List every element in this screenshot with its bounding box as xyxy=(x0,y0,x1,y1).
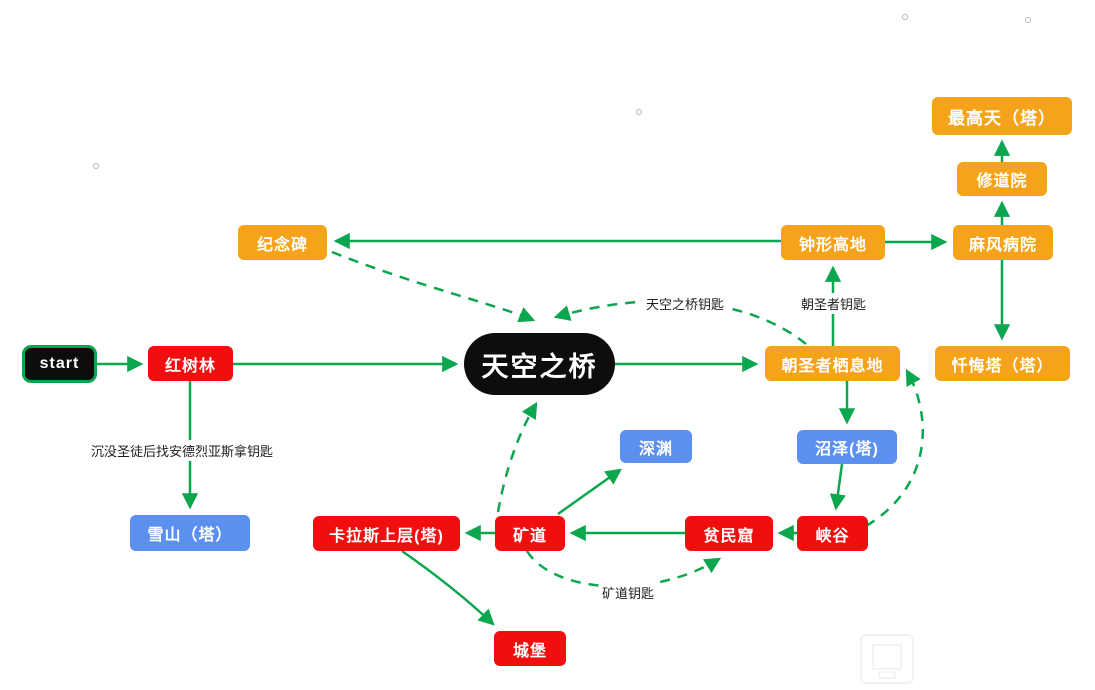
edge-mine-abyss xyxy=(557,468,622,516)
node-penitence-tower-label: 忏悔塔（塔） xyxy=(951,357,1054,375)
edge-monument-skybridge-dashed xyxy=(331,250,536,323)
node-karas-upper-label: 卡拉斯上层(塔) xyxy=(329,527,444,545)
canvas-dot xyxy=(902,14,908,20)
canvas-dot xyxy=(636,109,642,115)
node-slum[interactable]: 贫民窟 xyxy=(685,516,773,551)
node-leper-hospital[interactable]: 麻风病院 xyxy=(953,225,1053,260)
node-start-label: start xyxy=(39,355,80,372)
node-mangrove-label: 红树林 xyxy=(164,357,216,375)
node-snow-mountain-label: 雪山（塔） xyxy=(147,527,233,544)
watermark-logo xyxy=(860,634,914,684)
node-swamp-tower[interactable]: 沼泽(塔) xyxy=(797,430,897,464)
node-monastery-label: 修道院 xyxy=(976,173,1028,190)
node-penitence-tower[interactable]: 忏悔塔（塔） xyxy=(935,346,1070,381)
node-sky-bridge[interactable]: 天空之桥 xyxy=(464,333,615,395)
node-pilgrim-rest[interactable]: 朝圣者栖息地 xyxy=(765,346,900,381)
canvas-dot xyxy=(1025,17,1031,23)
edge-label-snow-note: 沉没圣徒后找安德烈亚斯拿钥匙 xyxy=(88,440,277,461)
node-abyss-label: 深渊 xyxy=(638,440,673,458)
node-slum-label: 贫民窟 xyxy=(703,527,755,545)
canvas-dot xyxy=(93,163,99,169)
node-mine[interactable]: 矿道 xyxy=(495,516,565,551)
node-monument[interactable]: 纪念碑 xyxy=(238,225,327,260)
edge-label-mine-key: 矿道钥匙 xyxy=(599,582,658,603)
node-swamp-tower-label: 沼泽(塔) xyxy=(815,441,879,458)
node-karas-upper[interactable]: 卡拉斯上层(塔) xyxy=(313,516,460,551)
node-canyon[interactable]: 峡谷 xyxy=(797,516,868,551)
node-monastery[interactable]: 修道院 xyxy=(957,162,1047,196)
node-mine-label: 矿道 xyxy=(512,527,547,545)
edge-label-pilgrim-key: 朝圣者钥匙 xyxy=(798,293,870,314)
node-mangrove[interactable]: 红树林 xyxy=(148,346,233,381)
edge-pilgrimrest-skybridge-dashed xyxy=(553,299,807,345)
node-bell-highland-label: 钟形高地 xyxy=(798,236,867,254)
edge-label-sky-bridge-key: 天空之桥钥匙 xyxy=(643,293,728,314)
edge-mine-slum-dashed xyxy=(525,550,722,588)
node-sky-bridge-label: 天空之桥 xyxy=(481,351,598,382)
edge-canyon-pilgrimrest-dashed xyxy=(865,368,924,528)
node-bell-highland[interactable]: 钟形高地 xyxy=(781,225,885,260)
node-start[interactable]: start xyxy=(22,345,97,383)
node-pilgrim-rest-label: 朝圣者栖息地 xyxy=(781,357,884,375)
node-highest-heaven[interactable]: 最高天（塔） xyxy=(932,97,1072,135)
node-castle[interactable]: 城堡 xyxy=(494,631,566,666)
node-monument-label: 纪念碑 xyxy=(256,236,308,254)
edge-swamp-canyon xyxy=(829,463,846,511)
node-snow-mountain[interactable]: 雪山（塔） xyxy=(130,515,250,551)
edge-karasupper-castle xyxy=(401,549,495,626)
node-castle-label: 城堡 xyxy=(512,642,547,660)
node-highest-heaven-label: 最高天（塔） xyxy=(948,108,1056,128)
node-leper-hospital-label: 麻风病院 xyxy=(968,236,1037,254)
node-canyon-label: 峡谷 xyxy=(815,527,850,545)
node-abyss[interactable]: 深渊 xyxy=(620,430,692,463)
edge-mine-skybridge-dashed xyxy=(496,401,538,513)
